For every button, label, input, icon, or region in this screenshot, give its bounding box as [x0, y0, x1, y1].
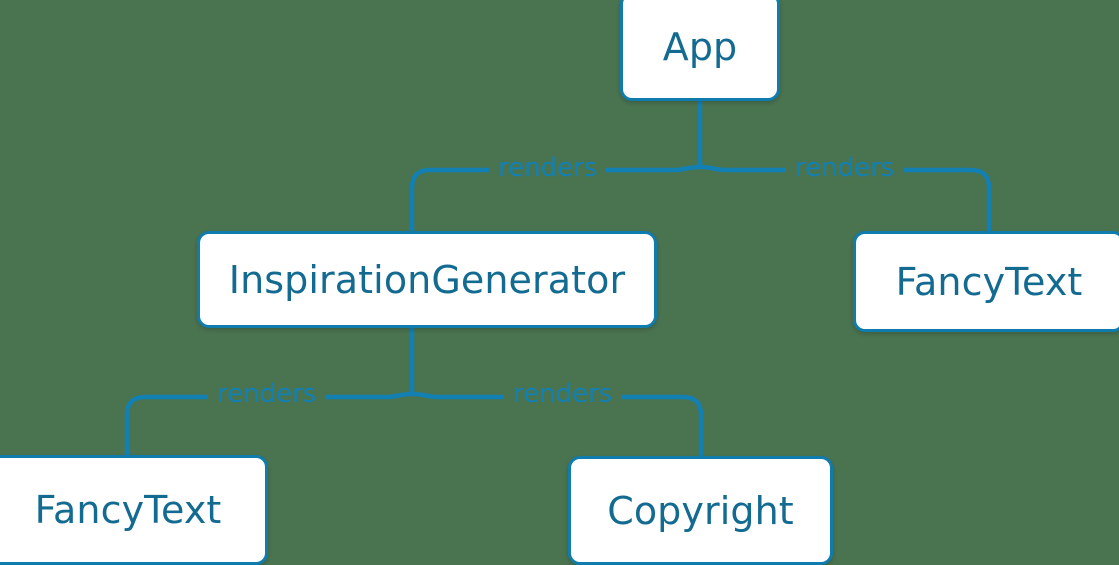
edge-app-to-inspiration — [409, 164, 701, 231]
node-app[interactable]: App — [620, 0, 780, 101]
node-inspiration-generator-label: InspirationGenerator — [228, 257, 626, 302]
node-fancytext-left[interactable]: FancyText — [0, 455, 268, 565]
edge-label-inspiration-generator-to-copyright: renders — [504, 381, 622, 407]
node-fancytext-left-label: FancyText — [34, 488, 222, 532]
edge-label-app-to-fancytext-right: renders — [786, 155, 904, 181]
node-inspiration-generator[interactable]: InspirationGenerator — [197, 231, 657, 328]
node-fancytext-right-label: FancyText — [895, 259, 1083, 304]
node-copyright[interactable]: Copyright — [568, 456, 833, 565]
node-app-label: App — [662, 24, 738, 69]
edge-label-inspiration-generator-to-fancytext-left: renders — [208, 381, 326, 407]
edge-inspiration-to-copyright — [411, 391, 704, 456]
edge-label-app-to-inspiration-generator: renders — [489, 155, 607, 181]
node-copyright-label: Copyright — [607, 488, 794, 533]
edge-app-to-fancytext-right — [699, 164, 992, 231]
edge-inspiration-to-fancytext-left — [124, 391, 413, 455]
node-fancytext-right[interactable]: FancyText — [853, 231, 1119, 332]
